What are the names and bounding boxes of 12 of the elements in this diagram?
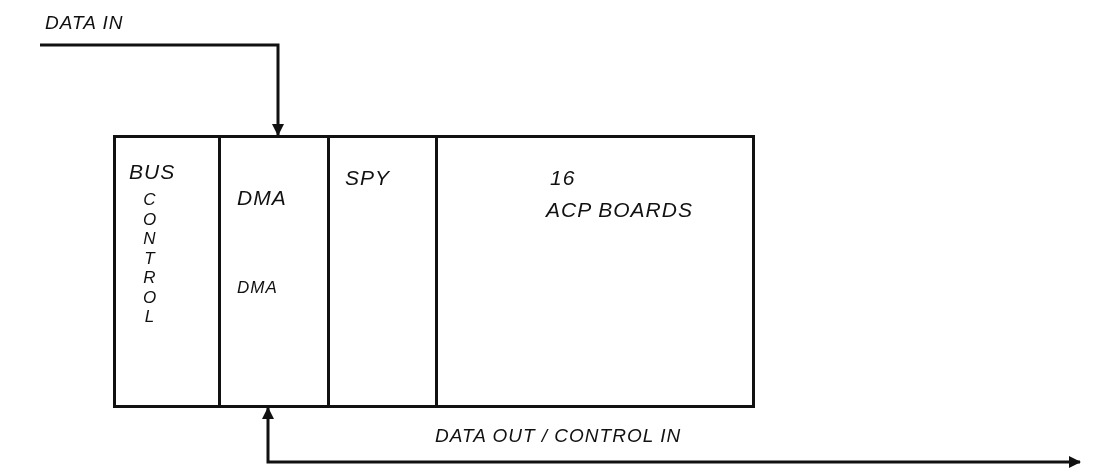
node-text: DMA bbox=[237, 186, 287, 210]
edge-label: DATA OUT / CONTROL IN bbox=[435, 425, 682, 447]
node-text: ACP BOARDS bbox=[546, 198, 693, 222]
node-text: 16 bbox=[550, 166, 576, 190]
node-text: SPY bbox=[345, 166, 391, 190]
crate-box bbox=[113, 135, 755, 408]
node-text: BUS bbox=[129, 160, 176, 184]
arrow bbox=[262, 407, 1081, 468]
node-text: DMA bbox=[237, 278, 278, 298]
arrow bbox=[40, 43, 284, 136]
node-text: CONTROL bbox=[141, 190, 158, 327]
edge-label: DATA IN bbox=[45, 12, 124, 34]
